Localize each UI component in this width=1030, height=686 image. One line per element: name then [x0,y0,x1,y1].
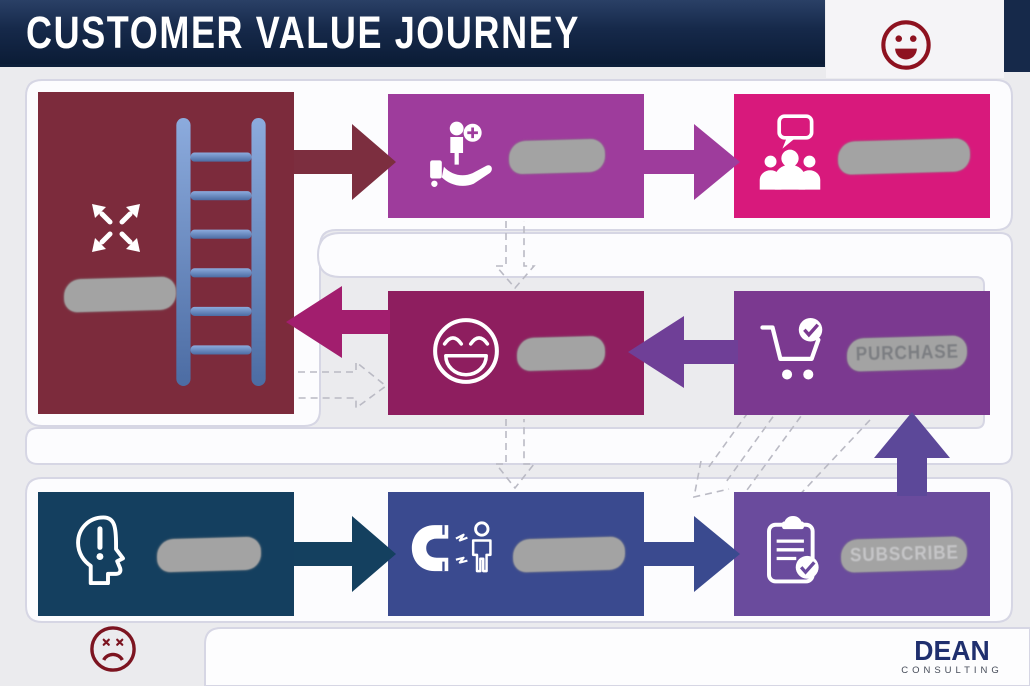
clipboard-check-icon [758,515,828,593]
dashed-connector-ascend-to-excite [298,360,388,410]
dashed-connector-excite-to-engage [494,419,536,490]
stage-box-excite [388,291,644,415]
arrow-excite-to-ascend [286,286,390,358]
stage-box-ascend [38,92,294,414]
people-speech-bubble-icon [755,113,825,199]
stage-box-advocate [388,94,644,218]
redacted-label-smudge [512,535,625,573]
stage-box-subscribe: SUBSCRIBE [734,492,990,616]
stage-box-engage [388,492,644,616]
arrow-aware-to-engage [294,516,396,592]
redacted-label-smudge [837,137,970,175]
stage-label-subscribe: SUBSCRIBE [848,541,959,566]
arrow-purchase-to-excite [628,316,738,388]
redacted-label-smudge [516,335,605,371]
redacted-label-smudge [508,138,605,174]
dean-logo: DEAN CONSULTING [893,635,1011,677]
dean-logo-name: DEAN [914,635,990,666]
person-plus-hand-icon [428,117,496,196]
redacted-label-smudge: PURCHASE [846,334,967,372]
arrow-advocate-to-promote [640,124,740,200]
redacted-label-smudge [156,536,261,572]
header-bar: CUSTOMER VALUE JOURNEY [0,0,825,67]
cart-check-icon [758,316,834,391]
happy-face-icon [877,16,935,79]
arrow-engage-to-subscribe [640,516,740,592]
header-corner-block [1004,0,1030,72]
dashed-connector-advocate-to-excite [494,221,536,290]
head-exclamation-icon [72,514,144,595]
stage-label-purchase: PURCHASE [854,340,959,365]
redacted-label-smudge [63,276,177,313]
laughing-face-icon [428,313,504,394]
stage-box-promote [734,94,990,218]
stage-box-aware [38,492,294,616]
arrow-subscribe-to-purchase [874,412,950,496]
ladder-icon [172,118,270,391]
stage-box-purchase: PURCHASE [734,291,990,415]
redacted-label-smudge: SUBSCRIBE [840,535,967,573]
dean-logo-tagline: CONSULTING [901,665,1003,676]
sad-face-icon [86,622,140,681]
magnet-person-icon [408,517,500,592]
page-title: CUSTOMER VALUE JOURNEY [26,7,580,58]
expand-arrows-icon [84,196,148,265]
arrow-ascend-to-advocate [294,124,396,200]
